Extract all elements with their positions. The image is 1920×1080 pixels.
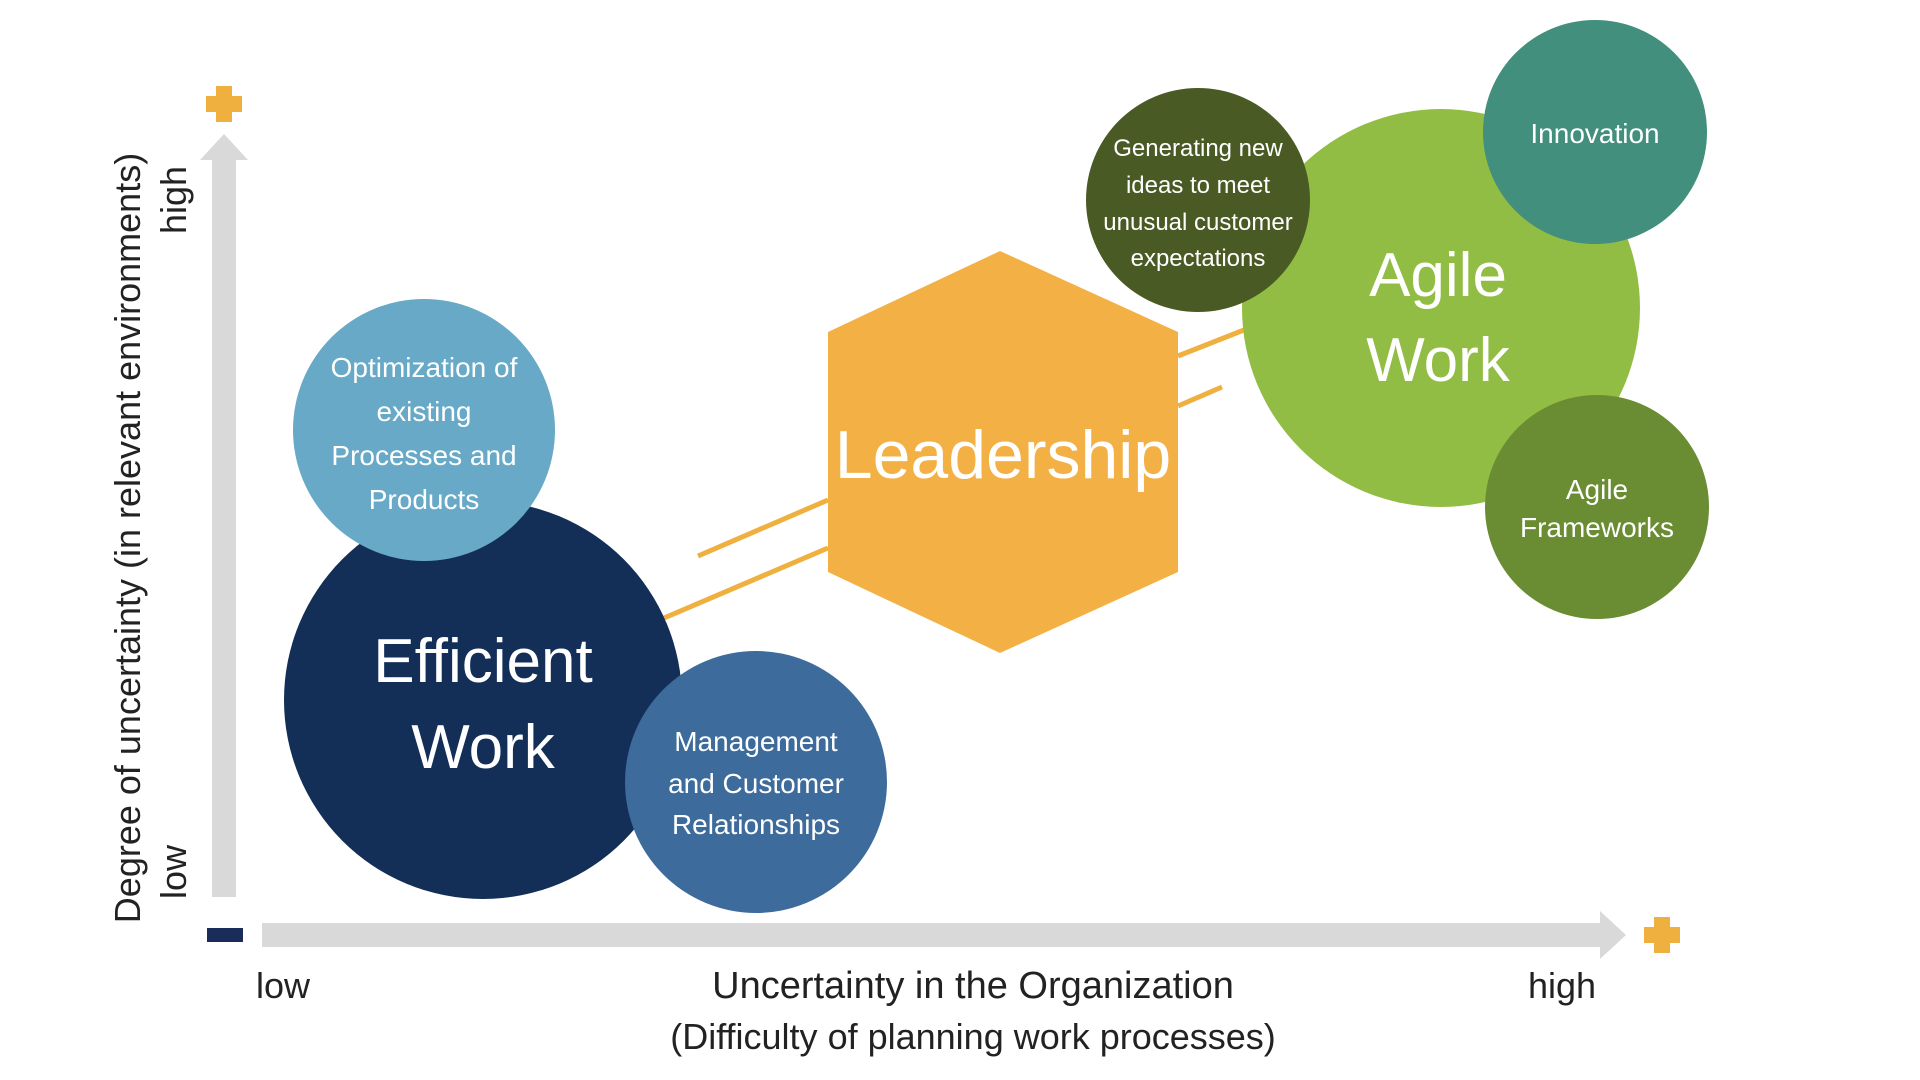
optimization-line4: Products bbox=[369, 484, 480, 515]
x-axis-low-label: low bbox=[256, 965, 311, 1006]
agile-work-line2: Work bbox=[1366, 326, 1511, 395]
optimization-line1: Optimization of bbox=[331, 352, 518, 383]
agile-frameworks-line2: Frameworks bbox=[1520, 512, 1674, 543]
management-line2: and Customer bbox=[668, 768, 844, 799]
generating-ideas-line4: expectations bbox=[1131, 245, 1266, 272]
leadership-node: Leadership bbox=[828, 251, 1178, 653]
innovation-circle bbox=[1483, 20, 1707, 244]
innovation-node: Innovation bbox=[1483, 20, 1707, 244]
origin-minus-icon bbox=[207, 928, 243, 942]
x-axis-plus-icon bbox=[1644, 917, 1680, 953]
efficient-work-line2: Work bbox=[411, 713, 556, 782]
y-axis-plus-icon bbox=[206, 86, 242, 122]
agile-frameworks-line1: Agile bbox=[1566, 474, 1628, 505]
generating-ideas-line1: Generating new bbox=[1113, 135, 1283, 162]
management-node: Management and Customer Relationships bbox=[625, 651, 887, 913]
x-axis-arrowhead bbox=[1600, 911, 1626, 959]
management-line3: Relationships bbox=[672, 809, 840, 840]
x-axis-title-line2: (Difficulty of planning work processes) bbox=[670, 1016, 1276, 1057]
optimization-node: Optimization of existing Processes and P… bbox=[293, 299, 555, 561]
x-axis-bar bbox=[262, 923, 1602, 947]
y-axis-arrowhead bbox=[200, 134, 248, 160]
y-axis-bar bbox=[212, 160, 236, 897]
leadership-hexagon bbox=[828, 251, 1178, 653]
y-axis-high-label: high bbox=[153, 166, 194, 234]
x-axis-title-line1: Uncertainty in the Organization bbox=[712, 965, 1234, 1007]
efficient-work-node: Efficient Work bbox=[284, 501, 682, 899]
generating-ideas-line2: ideas to meet bbox=[1126, 172, 1270, 199]
x-axis-high-label: high bbox=[1528, 965, 1596, 1006]
generating-ideas-line3: unusual customer bbox=[1103, 209, 1292, 236]
generating-ideas-node: Generating new ideas to meet unusual cus… bbox=[1086, 88, 1310, 312]
connector-line-lower-left bbox=[697, 497, 829, 559]
optimization-circle bbox=[293, 299, 555, 561]
generating-ideas-circle bbox=[1086, 88, 1310, 312]
management-circle bbox=[625, 651, 887, 913]
agile-frameworks-circle bbox=[1485, 395, 1709, 619]
agile-frameworks-node: Agile Frameworks bbox=[1485, 395, 1709, 619]
efficient-work-circle bbox=[284, 501, 682, 899]
innovation-label: Innovation bbox=[1530, 118, 1659, 149]
management-line1: Management bbox=[674, 726, 838, 757]
connector-line-upper-right bbox=[1177, 384, 1223, 409]
efficient-work-line1: Efficient bbox=[373, 627, 592, 696]
agile-work-line1: Agile bbox=[1369, 241, 1507, 310]
y-axis-low-label: low bbox=[153, 844, 194, 899]
leadership-label: Leadership bbox=[835, 417, 1171, 493]
arrow-to-efficient bbox=[636, 545, 829, 633]
y-axis-title: Degree of uncertainty (in relevant envir… bbox=[107, 153, 148, 923]
optimization-line2: existing bbox=[377, 396, 472, 427]
optimization-line3: Processes and bbox=[331, 440, 516, 471]
